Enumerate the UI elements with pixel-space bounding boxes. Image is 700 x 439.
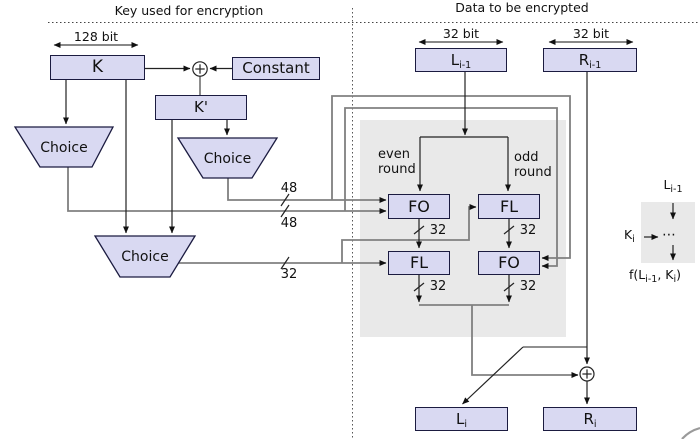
bus-48-choice2-to-fo1	[227, 178, 387, 203]
k-prime-box: K'	[155, 95, 247, 120]
wire-swap-to-li	[462, 346, 524, 405]
l-output-box: Li	[415, 407, 508, 431]
label-32-fl1: 32	[519, 223, 537, 238]
title-key-section: Key used for encryption	[114, 3, 264, 18]
wire-f-output-to-xor	[471, 305, 579, 378]
constant-box: Constant	[232, 57, 320, 80]
label-128bit: 128 bit	[73, 29, 119, 44]
fl1-box: FL	[478, 194, 540, 219]
label-32-fo2: 32	[519, 279, 537, 294]
mini-dots-label: ⋯	[662, 227, 676, 243]
fo1-box: FO	[388, 194, 450, 219]
slash-fo2-out	[503, 282, 515, 292]
label-32-key: 32	[280, 267, 298, 282]
label-32bit-left: 32 bit	[442, 26, 480, 41]
k-prime-box-label: K'	[194, 98, 208, 116]
choice-trapezoids	[13, 126, 279, 278]
fl2-box: FL	[388, 251, 450, 275]
bus-32-branch-to-fl1	[341, 204, 477, 263]
k-box-label: K	[91, 57, 104, 77]
r-output-box: Ri	[543, 407, 637, 431]
bus-48-loop-to-fo2-a	[331, 95, 571, 261]
mini-input-label: Li-1	[663, 177, 683, 195]
r-input-label: Ri-1	[578, 50, 602, 71]
corner-arc-decoration	[681, 426, 700, 439]
choice3-shape	[93, 235, 197, 278]
slash-48-bottom	[280, 204, 290, 218]
choice2-shape	[176, 137, 279, 179]
label-32-fo1: 32	[429, 223, 447, 238]
label-32-fl2: 32	[429, 279, 447, 294]
signal-wires	[63, 65, 590, 405]
slash-48-top	[280, 193, 290, 207]
l-input-label: Li-1	[450, 50, 472, 71]
fl1-label: FL	[499, 196, 519, 216]
xor-key-icon	[192, 61, 208, 77]
subkey-buses	[67, 76, 587, 378]
k-box: K	[50, 55, 145, 80]
mini-f-arrows	[644, 203, 676, 261]
round-function-panel	[360, 120, 566, 337]
fo2-label: FO	[498, 253, 520, 272]
xor-output-icon	[579, 366, 595, 382]
odd-round-label: odd round	[514, 150, 552, 180]
r-output-label: Ri	[583, 409, 597, 430]
bus-width-slashes	[280, 193, 515, 292]
label-48-bottom: 48	[280, 216, 298, 231]
l-output-label: Li	[456, 409, 467, 430]
fo1-label: FO	[408, 196, 430, 216]
label-32bit-right: 32 bit	[572, 26, 610, 41]
mini-key-label: Ki	[624, 227, 635, 245]
choice1-label: Choice	[40, 140, 88, 156]
slash-32-key	[280, 256, 290, 270]
fl2-label: FL	[409, 253, 429, 272]
constant-box-label: Constant	[242, 59, 310, 77]
choice3-label: Choice	[121, 249, 169, 265]
slash-fl1-out	[503, 225, 515, 235]
title-data-section: Data to be encrypted	[455, 0, 589, 15]
l-input-box: Li-1	[415, 48, 507, 72]
mini-f-panel	[641, 202, 695, 263]
choice2-label: Choice	[203, 151, 252, 167]
bus-48-choice1-to-fo1	[67, 167, 387, 214]
xor-nodes	[192, 61, 595, 382]
label-48-top: 48	[280, 181, 298, 196]
slash-fo1-out	[413, 225, 425, 235]
bus-48-loop-to-fo2-b	[344, 107, 558, 269]
measure-arrows	[53, 39, 634, 48]
slash-fl2-out	[413, 282, 425, 292]
even-round-label: even round	[378, 147, 416, 177]
section-dividers	[48, 8, 698, 439]
fo2-box: FO	[478, 251, 540, 275]
choice1-shape	[13, 126, 115, 168]
mini-f-output-label: f(Li-1, Ki)	[628, 267, 682, 285]
r-input-box: Ri-1	[543, 48, 637, 72]
